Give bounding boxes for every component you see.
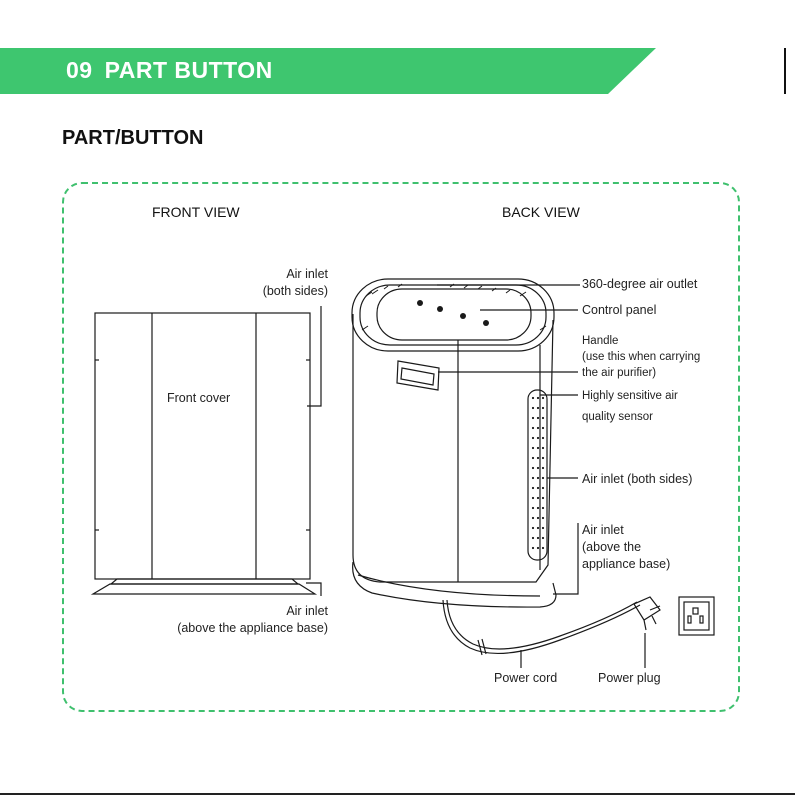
chapter-title: PART BUTTON	[104, 57, 273, 83]
label-line: Air inlet	[286, 604, 328, 618]
label-power-cord: Power cord	[494, 671, 558, 685]
label-front-air-inlet-sides: Air inlet (both sides)	[230, 266, 328, 300]
leader-front-air-inlet-sides	[307, 306, 322, 407]
handle	[396, 360, 440, 391]
control-panel-surface	[376, 288, 532, 341]
front-view-title: FRONT VIEW	[152, 204, 240, 220]
label-front-cover: Front cover	[167, 391, 231, 405]
label-sensor: Highly sensitive air quality sensor	[582, 388, 678, 425]
label-line: Air inlet	[286, 267, 328, 281]
wall-socket	[678, 596, 715, 636]
front-body-outline	[94, 312, 311, 580]
header-band	[0, 48, 656, 94]
label-line: (above the	[582, 540, 642, 554]
label-line: Air inlet	[582, 523, 624, 537]
front-base	[90, 583, 318, 595]
label-air-inlet-base: Air inlet (above the appliance base)	[582, 522, 670, 573]
side-inlet-grille	[527, 389, 548, 561]
chapter-heading: 09 PART BUTTON	[66, 57, 273, 84]
label-line: (use this when carrying	[582, 351, 701, 363]
base-inlet-edge	[357, 574, 541, 597]
page-edge-marker	[784, 48, 786, 94]
label-line: Handle	[582, 335, 619, 347]
label-handle: Handle (use this when carrying the air p…	[582, 333, 700, 381]
label-air-outlet: 360-degree air outlet	[582, 277, 698, 291]
leader-air-inlet-base	[553, 523, 579, 595]
label-line: (above the appliance base)	[177, 621, 328, 635]
grille-dots	[531, 396, 545, 550]
front-base-inlet	[109, 578, 300, 585]
label-line: Highly sensitive air	[582, 390, 678, 402]
label-front-air-inlet-base: Air inlet (above the appliance base)	[150, 603, 328, 637]
power-plug	[633, 596, 661, 631]
handle-recess	[400, 367, 435, 386]
label-air-inlet-sides: Air inlet (both sides)	[582, 472, 693, 486]
label-control-panel: Control panel	[582, 303, 657, 317]
back-view-drawing	[351, 278, 715, 668]
leader-front-air-inlet-base	[306, 582, 322, 596]
label-line: (both sides)	[262, 284, 328, 298]
power-cord	[442, 599, 641, 655]
top-rim	[351, 278, 555, 352]
page-bottom-rule	[0, 793, 795, 795]
power-cord-inner	[446, 599, 638, 650]
back-body-outline	[352, 314, 554, 583]
back-view-title: BACK VIEW	[502, 204, 580, 220]
label-line: the air purifier)	[582, 367, 657, 379]
label-line: appliance base)	[582, 557, 671, 571]
label-line: quality sensor	[582, 411, 653, 423]
chapter-number: 09	[66, 57, 93, 83]
front-view-drawing	[90, 306, 322, 596]
back-base	[352, 561, 557, 608]
section-title: PART/BUTTON	[62, 127, 204, 149]
label-power-plug: Power plug	[598, 671, 661, 685]
diagram-frame	[62, 182, 740, 712]
